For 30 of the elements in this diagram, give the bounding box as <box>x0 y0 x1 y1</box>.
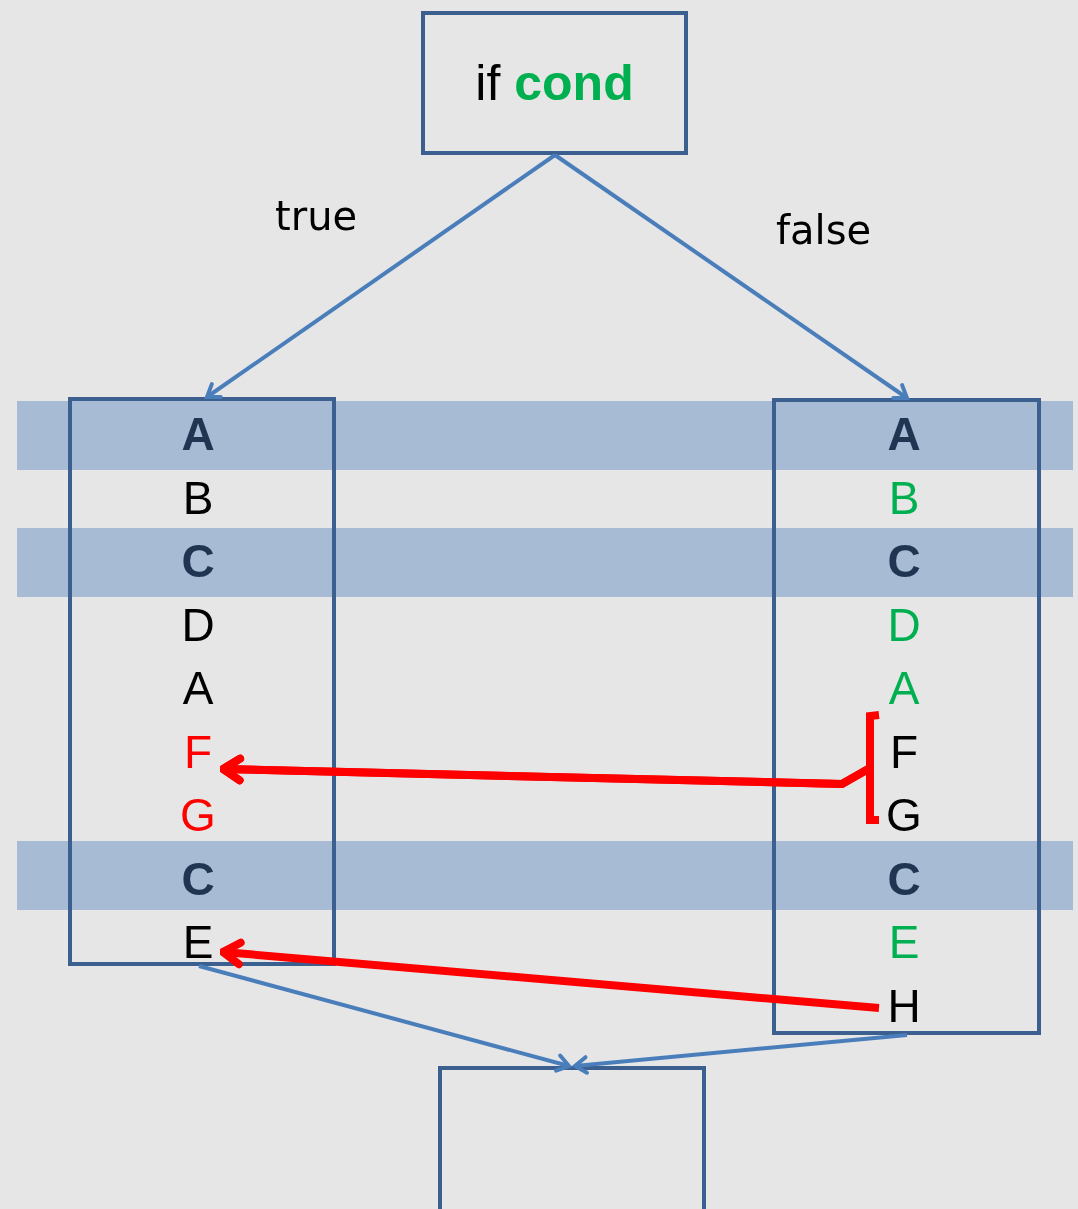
edge-label: false <box>776 207 872 253</box>
branch-box <box>68 397 336 966</box>
code-letter: C <box>173 535 223 587</box>
code-letter: B <box>879 471 929 524</box>
code-letter: A <box>173 662 223 714</box>
code-letter: A <box>879 662 929 714</box>
branch-box <box>772 398 1041 1035</box>
code-letter: E <box>173 916 223 968</box>
code-letter: F <box>879 725 929 778</box>
code-letter: G <box>173 789 223 841</box>
code-letter: F <box>173 725 223 778</box>
code-letter: A <box>173 408 223 460</box>
arrow <box>553 153 909 400</box>
code-letter: H <box>879 979 929 1032</box>
code-letter: C <box>879 535 929 587</box>
edge-label: true <box>275 193 358 239</box>
condition-box: if cond <box>421 11 688 155</box>
code-letter: E <box>879 916 929 968</box>
code-letter: D <box>173 598 223 651</box>
code-letter: C <box>173 852 223 905</box>
code-letter: D <box>879 598 929 651</box>
code-letter: B <box>173 471 223 524</box>
code-letter: C <box>879 852 929 905</box>
arrow <box>573 1033 908 1075</box>
arrow <box>205 153 557 399</box>
code-letter: G <box>879 789 929 841</box>
arrow <box>219 938 880 1012</box>
code-letter: A <box>879 408 929 460</box>
block-box <box>438 1066 706 1209</box>
arrow <box>198 964 571 1073</box>
